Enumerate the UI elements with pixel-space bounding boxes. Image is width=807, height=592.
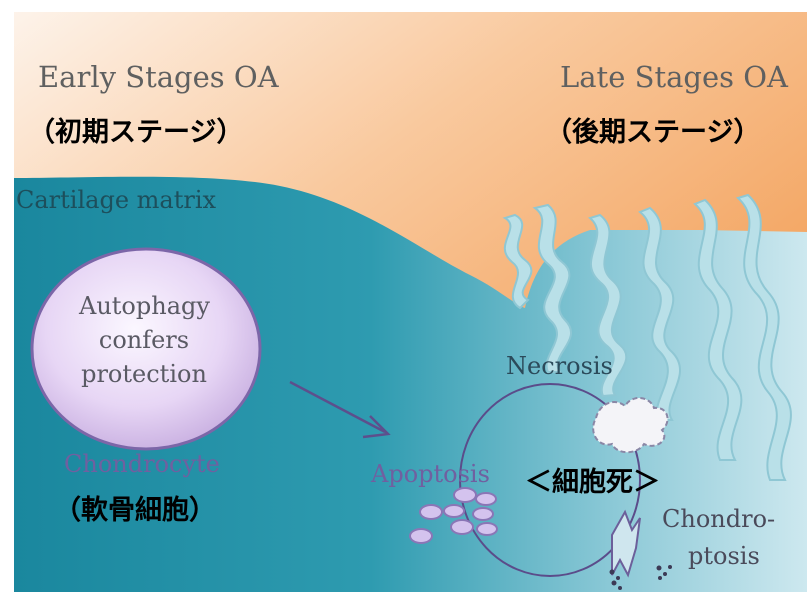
autophagy-line-3: protection <box>79 360 209 388</box>
cartilage-matrix-label: Cartilage matrix <box>16 186 216 214</box>
early-stage-ja: （初期ステージ） <box>28 110 243 149</box>
late-stage-title: Late Stages OA <box>560 60 788 94</box>
cell-death-ja: ＜細胞死＞ <box>525 460 660 499</box>
necrosis-label: Necrosis <box>506 352 613 380</box>
chondroptosis-label-2: ptosis <box>688 542 760 570</box>
chondrocyte-ja: （軟骨細胞） <box>54 488 216 527</box>
autophagy-line-2: confers <box>79 326 209 354</box>
late-stage-ja: （後期ステージ） <box>545 110 760 149</box>
early-stage-title: Early Stages OA <box>38 60 279 94</box>
chondroptosis-label-1: Chondro- <box>662 505 775 533</box>
chondrocyte-label: Chondrocyte <box>64 450 220 478</box>
autophagy-line-1: Autophagy <box>79 292 209 320</box>
apoptosis-label: Apoptosis <box>371 460 490 488</box>
